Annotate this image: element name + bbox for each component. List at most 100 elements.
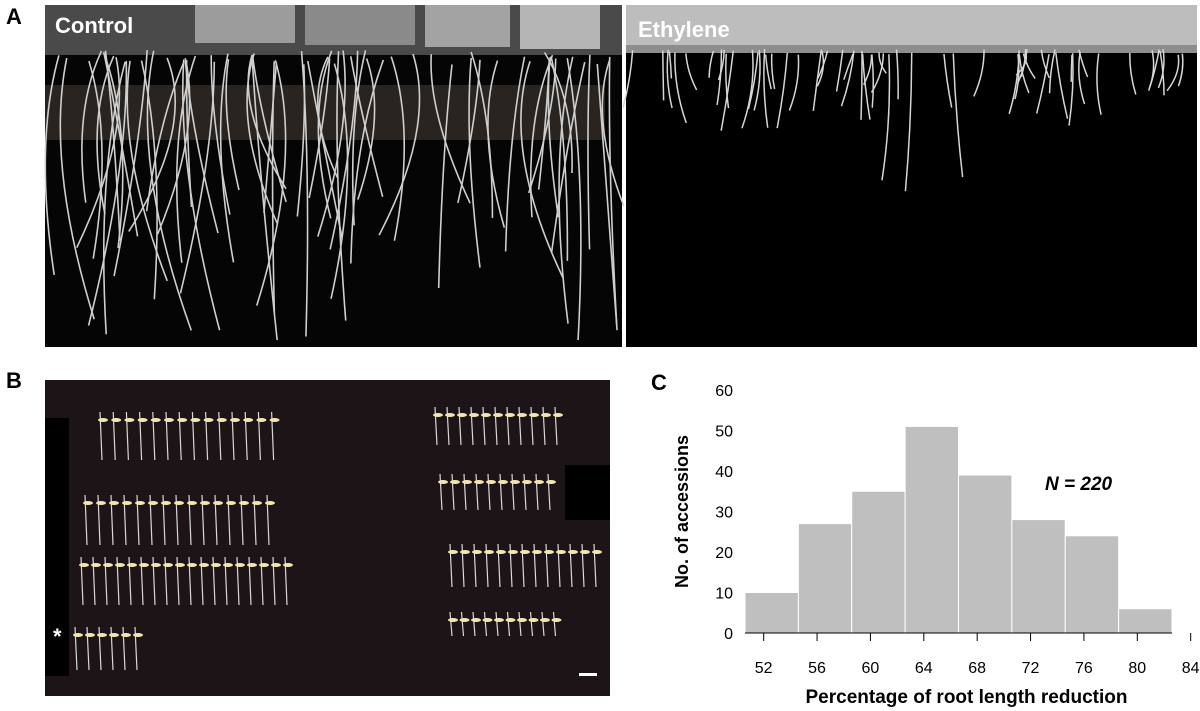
control-label: Control (55, 13, 134, 38)
seedling-seed (568, 550, 578, 554)
seedling-seed (203, 418, 214, 422)
control-root-strand (181, 59, 221, 331)
seedling-seed (175, 563, 185, 567)
ethylene-root-strand (1070, 54, 1073, 82)
control-root-strand (558, 56, 574, 324)
seedling-root (494, 406, 498, 446)
seedling-seed (190, 418, 201, 422)
seedling-seed (177, 418, 188, 422)
ethylene-root-strand (1166, 54, 1180, 92)
control-root-strand (102, 51, 139, 237)
seedling-seed (450, 480, 460, 484)
control-root-strand (468, 57, 481, 268)
seedling-root (439, 473, 443, 511)
scale-bar (579, 673, 597, 676)
histogram-bar (1011, 519, 1066, 634)
seedling-root (495, 611, 499, 637)
control-root-strand (601, 59, 625, 207)
seedling-seed (122, 501, 132, 505)
control-root-strand (351, 50, 367, 226)
seedling-seed (510, 480, 520, 484)
control-mesh-block (195, 5, 295, 43)
seedling-seed (471, 618, 481, 622)
seedling-root (542, 406, 546, 446)
seedling-seed (243, 418, 254, 422)
seedling-seed (474, 480, 484, 484)
seedling-seed (505, 618, 516, 622)
seedling-seed (252, 501, 262, 505)
ethylene-root-strand (668, 51, 673, 79)
seedling-seed (481, 413, 491, 417)
seedling-seed (265, 501, 275, 505)
ethylene-root-strand (1096, 53, 1102, 115)
control-root-strand (210, 55, 231, 215)
seedling-seed (109, 501, 119, 505)
ethylene-root-strand (662, 50, 665, 101)
sample-size-annotation: N = 220 (1045, 474, 1113, 495)
ethylene-root-strand (878, 52, 887, 74)
seedlings-dark-block (565, 465, 610, 520)
ethylene-root-strand (716, 49, 723, 106)
seedling-seed (124, 418, 135, 422)
control-root-strand (140, 60, 158, 300)
control-root-strand (543, 52, 573, 174)
ethylene-root-strand (1014, 54, 1020, 100)
seedling-root (449, 611, 453, 637)
control-root-strand (390, 56, 405, 241)
seedling-seed (256, 418, 267, 422)
seedling-seed (529, 413, 539, 417)
control-root-strand (184, 61, 219, 234)
seedling-seed (493, 413, 503, 417)
control-root-strand (550, 61, 586, 253)
ethylene-root-strand (763, 48, 769, 128)
ethylene-root-strand (1068, 53, 1074, 126)
control-root-strand (113, 49, 148, 277)
control-root-strand (437, 64, 453, 289)
seedling-seed (520, 550, 530, 554)
seedling-seed (216, 418, 227, 422)
control-mesh-block (305, 5, 415, 45)
seedling-seed (498, 480, 508, 484)
ethylene-roots-illustration (622, 5, 1197, 192)
control-root-strand (336, 51, 347, 321)
seedling-seed (517, 413, 527, 417)
control-root-strand (145, 62, 185, 212)
histogram-bar (851, 490, 906, 634)
ethylene-roots (622, 48, 1184, 192)
control-root-strand (247, 55, 287, 190)
histogram-bar (958, 474, 1013, 634)
x-tick-label: 64 (915, 660, 933, 677)
control-mesh-block (520, 5, 600, 49)
seedling-seed (438, 480, 448, 484)
ethylene-root-strand (1035, 54, 1050, 114)
seedling-root (472, 611, 476, 637)
seedling-root (460, 611, 465, 637)
control-root-strand (179, 61, 216, 294)
control-mesh-block (425, 5, 510, 47)
seedling-seed (259, 563, 269, 567)
seedling-seed (528, 618, 539, 622)
control-root-strand (87, 60, 128, 326)
control-root-strand (378, 53, 421, 236)
seedling-seed (135, 501, 145, 505)
seedling-root (463, 473, 467, 511)
seedling-seed (121, 633, 131, 637)
control-root-strand (308, 58, 331, 199)
control-root-strand (219, 53, 235, 263)
seedling-root (506, 611, 511, 637)
histogram-bar (1064, 535, 1120, 634)
seedling-root (458, 406, 462, 446)
ethylene-root-strand (741, 49, 754, 129)
ethylene-root-strand (840, 50, 855, 107)
seedling-seed (83, 501, 93, 505)
y-tick-label: 10 (715, 586, 733, 603)
seedling-root (547, 473, 551, 511)
seedling-seed (239, 501, 249, 505)
seedling-seed (230, 418, 240, 422)
seedling-root (451, 473, 455, 511)
asterisk-marker: * (53, 624, 62, 649)
seedling-seed (556, 550, 566, 554)
control-root-strand (520, 61, 564, 279)
ethylene-root-strand (725, 53, 730, 109)
